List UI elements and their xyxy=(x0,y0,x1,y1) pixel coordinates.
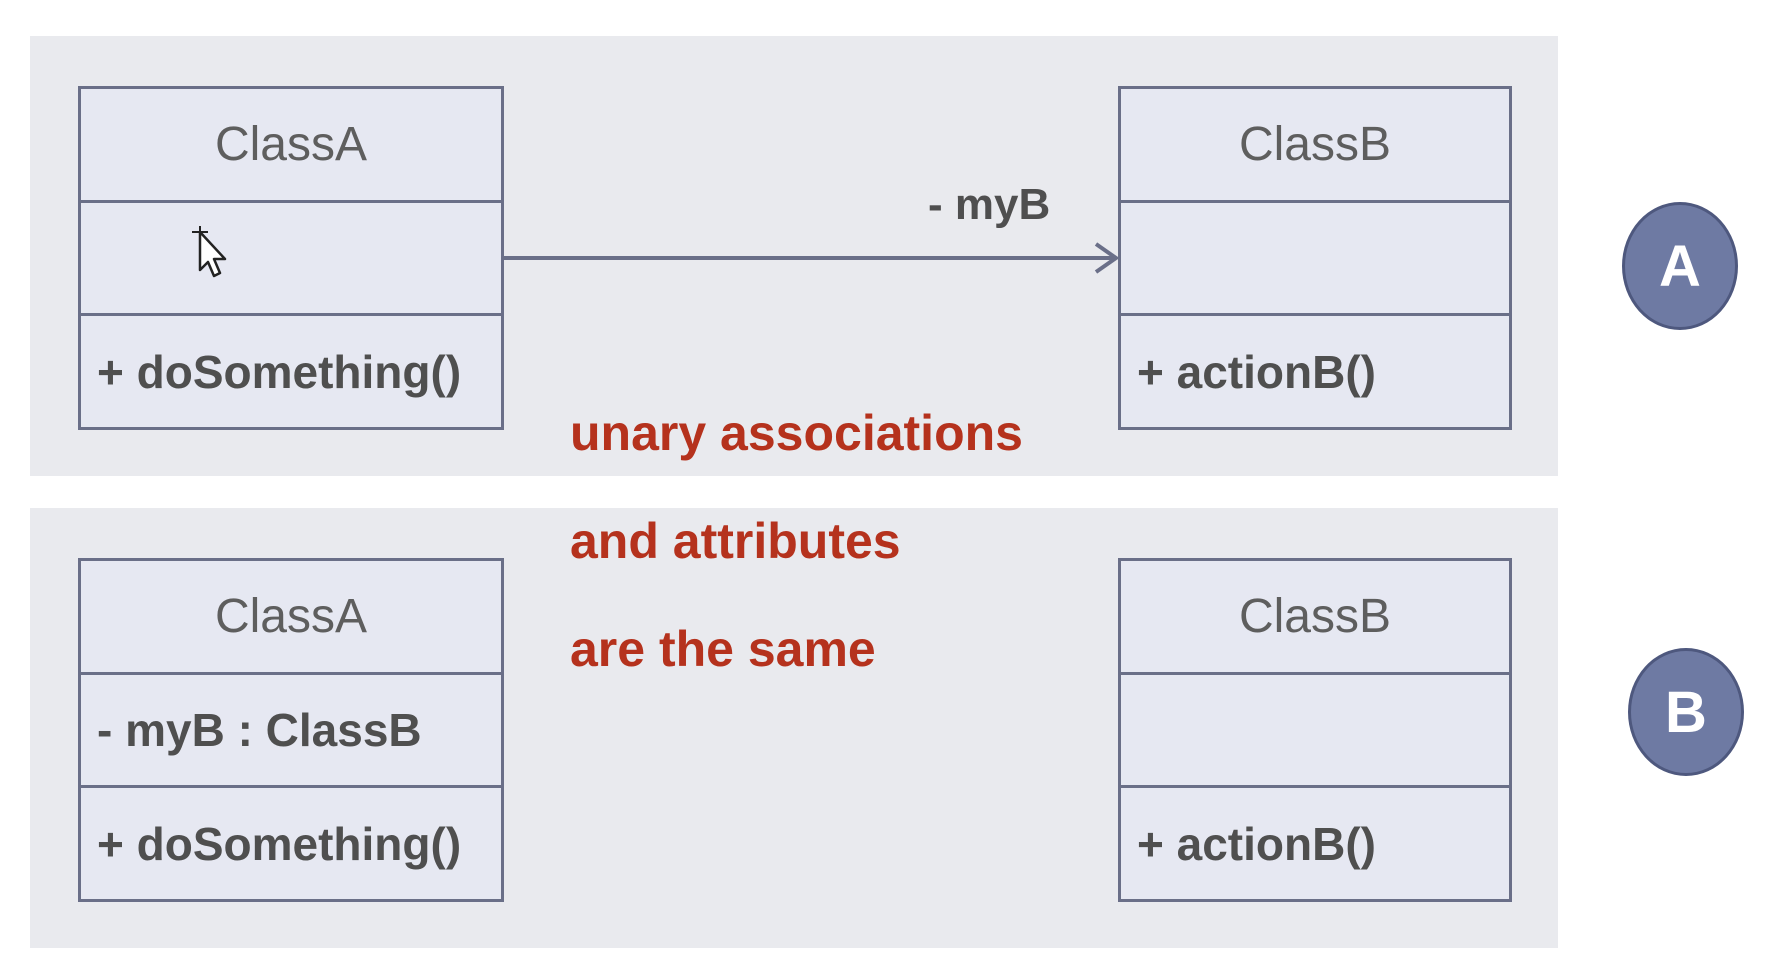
panel-b-classb-box: ClassB + actionB() xyxy=(1118,558,1512,902)
class-operations: + actionB() xyxy=(1121,313,1509,427)
association-label: - myB xyxy=(928,180,1051,229)
class-operations: + doSomething() xyxy=(81,785,501,899)
class-name: ClassA xyxy=(214,589,368,643)
class-attributes xyxy=(1121,199,1509,314)
class-attributes xyxy=(81,199,501,314)
note-line-1: unary associations xyxy=(570,405,1023,461)
panel-a-classb-box: ClassB + actionB() xyxy=(1118,86,1512,430)
note-line-3: are the same xyxy=(570,621,876,677)
class-name: ClassA xyxy=(214,117,368,171)
class-name: ClassB xyxy=(1238,589,1392,643)
class-name: ClassB xyxy=(1238,117,1392,171)
badge-a: A xyxy=(1622,202,1738,330)
class-operations: + actionB() xyxy=(1121,785,1509,899)
mouse-cursor-icon xyxy=(192,226,227,278)
panel-b-classa-box: ClassA - myB : ClassB + doSomething() xyxy=(78,558,504,902)
badge-b: B xyxy=(1628,648,1744,776)
class-operations: + doSomething() xyxy=(81,313,501,427)
class-attributes: - myB : ClassB xyxy=(81,671,501,786)
panel-a-classa-box: ClassA + doSomething() xyxy=(78,86,504,430)
note-line-2: and attributes xyxy=(570,513,901,569)
class-attributes xyxy=(1121,671,1509,786)
